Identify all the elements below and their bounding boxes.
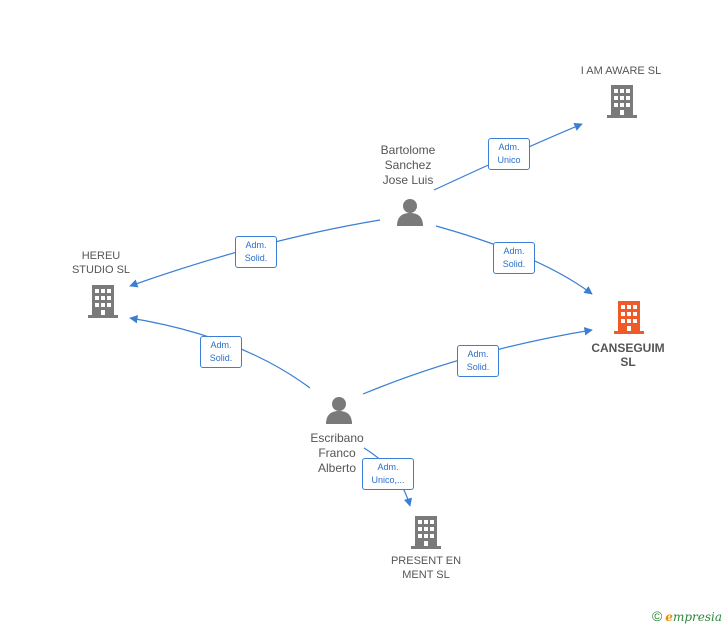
person-bartolome-label[interactable]: Bartolome Sanchez Jose Luis	[380, 143, 436, 187]
edge-label-escribano-present: Adm. Unico,...	[362, 458, 414, 490]
company-hereu-icon[interactable]	[88, 285, 118, 318]
copyright-icon: ©	[651, 608, 663, 624]
company-canseguim-icon[interactable]	[614, 301, 644, 334]
brand-name: mpresia	[672, 610, 722, 624]
edge-label-escribano-canseguim: Adm. Solid.	[457, 345, 499, 377]
brand-logo: ©empresia	[652, 608, 722, 624]
edge-label-bartolome-canseguim: Adm. Solid.	[493, 242, 535, 274]
company-canseguim-label[interactable]: CANSEGUIM SL	[591, 341, 665, 369]
edge-label-bartolome-hereu: Adm. Solid.	[235, 236, 277, 268]
company-i-am-aware-icon[interactable]	[607, 85, 637, 118]
company-i-am-aware-label[interactable]: I AM AWARE SL	[580, 65, 662, 77]
person-escribano-icon[interactable]	[326, 397, 352, 424]
person-bartolome-icon[interactable]	[397, 199, 423, 226]
person-escribano-label[interactable]: Escribano Franco Alberto	[310, 431, 364, 475]
company-present-icon[interactable]	[411, 516, 441, 549]
edge-label-bartolome-iamaware: Adm. Unico	[488, 138, 530, 170]
company-hereu-label[interactable]: HEREU STUDIO SL	[71, 250, 131, 276]
company-present-label[interactable]: PRESENT EN MENT SL	[390, 555, 462, 581]
brand-e: e	[665, 610, 673, 624]
edge-label-escribano-hereu: Adm. Solid.	[200, 336, 242, 368]
